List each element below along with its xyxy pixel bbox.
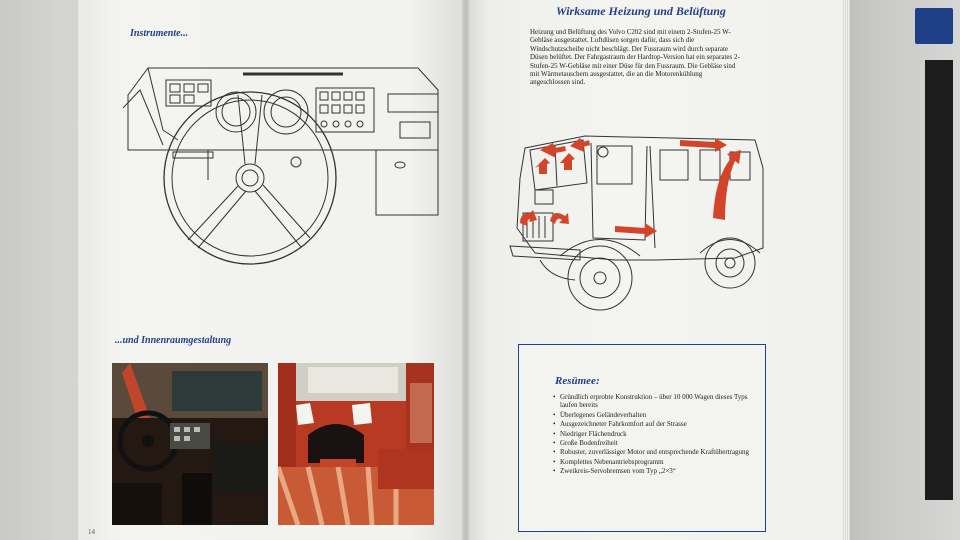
heating-heading: Wirksame Heizung und Belüftung [556,4,726,18]
resume-item: •Komplettes Nebenantriebsprogramm [553,457,664,466]
resume-box: Resümee: •Gründlich erprobte Konstruktio… [518,344,766,532]
page-number: 14 [88,528,95,536]
interior-heading: ...und Innenraumgestaltung [115,335,232,346]
resume-item: •Ausgezeichneter Fahrkomfort auf der Str… [553,420,687,429]
resume-item: •Große Bodenfreiheit [553,439,618,448]
dashboard-drawing [122,67,439,265]
resume-item: •Zweikreis-Servobremsen vom Typ „2×3“ [553,467,676,476]
book-gutter [462,0,470,540]
instruments-heading: Instrumente... [130,28,189,39]
cab-interior-photo [112,363,268,525]
truck-airflow-diagram [509,135,764,311]
resume-item: •Niedriger Flächendruck [553,429,627,438]
resume-list: •Gründlich erprobte Konstruktion – über … [553,393,753,477]
resume-item: •Gründlich erprobte Konstruktion – über … [553,393,748,410]
blue-binder [915,8,953,44]
resume-title: Resümee: [555,375,600,387]
heating-paragraph: Heizung und Belüftung des Volvo C202 sin… [530,28,740,87]
black-book-edge [925,60,953,500]
resume-item: •Überlegenes Geländeverhalten [553,410,647,419]
passenger-compartment-photo [278,363,434,525]
resume-item: •Robuster, zuverlässiger Motor und entsp… [553,448,750,457]
